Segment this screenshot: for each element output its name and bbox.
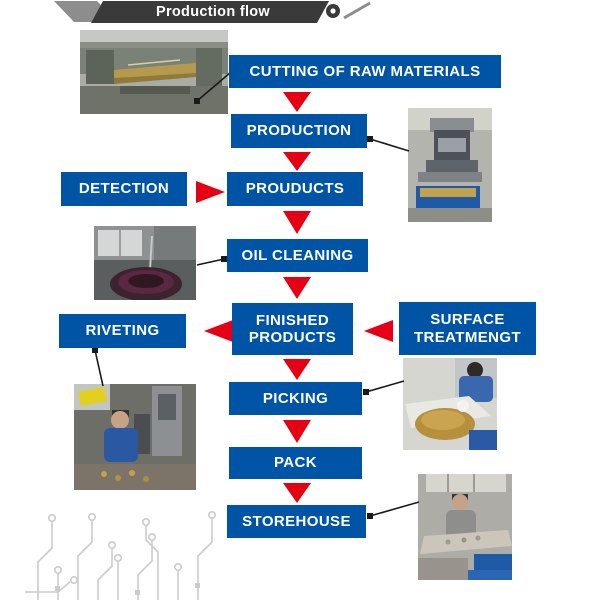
down-arrow-2 [283,152,311,171]
down-arrow-1 [283,92,311,112]
flow-step-label: RIVETING [85,322,160,340]
flow-step-finished-products: FINISHED PRODUCTS [232,303,353,355]
flow-step-label: PRODUCTION [246,122,352,140]
flow-step-cutting-of-raw-materials: CUTTING OF RAW MATERIALS [229,55,501,88]
flow-step-label: STOREHOUSE [242,512,351,530]
flow-step-label: PROUDUCTS [245,180,345,198]
down-arrow-5 [283,359,311,380]
production-press-photo [408,108,492,222]
flow-step-label: PACK [274,454,317,472]
circuit-pattern-decoration [25,510,217,600]
down-arrow-6 [283,420,311,443]
left-arrow-riveting [204,320,233,342]
down-arrow-3 [283,211,311,234]
flow-arrows [196,92,393,503]
flow-step-pack: PACK [229,447,362,479]
riveting-photo [74,384,196,490]
flow-step-detection: DETECTION [61,172,187,206]
flow-step-oil-cleaning: OIL CLEANING [227,239,368,272]
flow-step-surface-treatment: SURFACE TREATMENGT [399,302,536,355]
picking-photo [403,358,497,450]
flow-step-label: DETECTION [78,180,170,198]
flow-step-picking: PICKING [229,382,362,415]
flow-step-label: CUTTING OF RAW MATERIALS [249,62,481,80]
down-arrow-7 [283,483,311,503]
down-arrow-4 [283,277,311,299]
flow-step-label: FINISHED PRODUCTS [248,311,337,346]
oil-cleaning-photo [94,226,196,300]
right-arrow-detection [196,181,225,203]
flow-step-label: SURFACE TREATMENGT [413,311,522,346]
page-title: Production flow [155,4,271,20]
flow-step-riveting: RIVETING [59,314,186,348]
flow-step-label: OIL CLEANING [241,246,354,264]
storehouse-photo [418,474,512,580]
flow-step-production: PRODUCTION [231,114,367,148]
flow-step-products: PROUDUCTS [227,172,363,206]
flow-step-label: PICKING [262,389,329,407]
flow-step-storehouse: STOREHOUSE [227,505,366,538]
left-arrow-surface [364,320,393,342]
cutting-machine-photo [80,30,228,114]
